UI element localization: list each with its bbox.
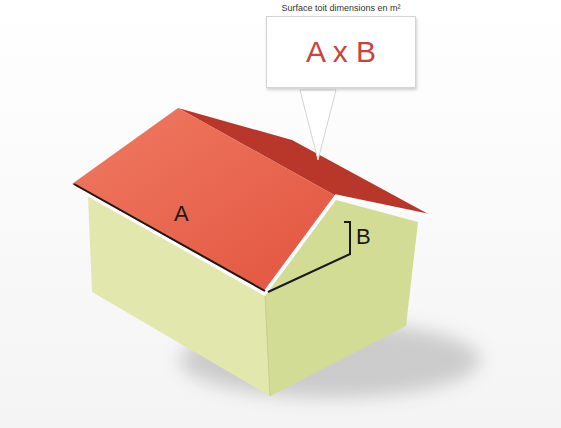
roof-front: [72, 108, 336, 292]
gable-fascia: [265, 196, 432, 292]
formula-text: A x B: [306, 35, 376, 69]
callout-tail: [300, 90, 336, 160]
callout-box: A x B: [266, 16, 416, 88]
wall-corner: [265, 296, 270, 396]
dimension-b-line: [268, 222, 350, 292]
dimension-label: A: [174, 203, 189, 225]
eave-fascia: [72, 186, 265, 294]
dimension-a-line: [74, 184, 265, 291]
callout-heading: Surface toit dimensions en m²: [266, 3, 416, 13]
callout-bubble: Surface toit dimensions en m² A x B: [266, 3, 416, 88]
dimension-label: B: [356, 226, 371, 248]
